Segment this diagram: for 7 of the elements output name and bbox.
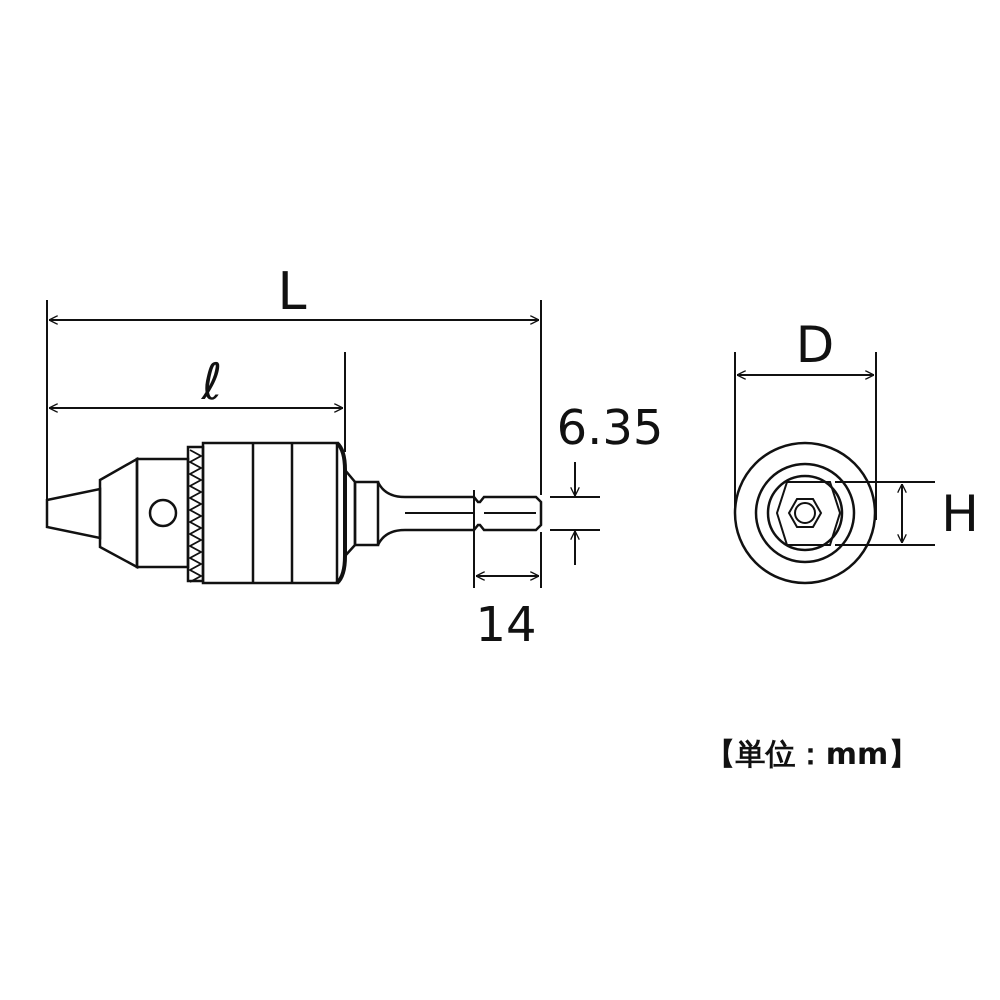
dimension-label: D: [796, 320, 834, 370]
dimension-label: 6.35: [556, 404, 664, 452]
unit-note: 【単位：mm】: [706, 740, 918, 770]
dimension-label: ℓ: [202, 357, 222, 407]
dimension-label: L: [278, 266, 306, 318]
dimension-label: 14: [475, 601, 537, 649]
dimension-label: H: [941, 489, 979, 539]
